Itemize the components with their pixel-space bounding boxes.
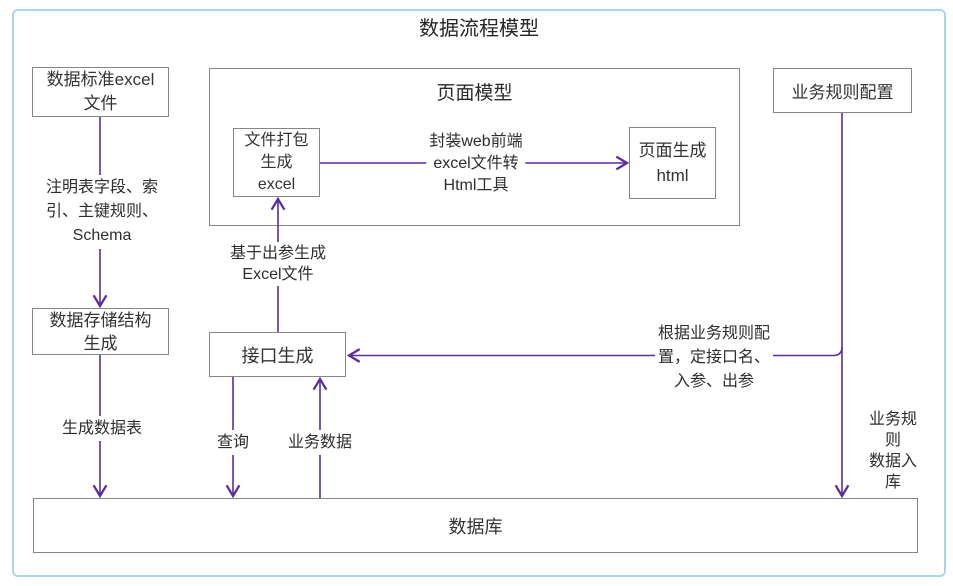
edge-label-biz-data: 业务数据	[284, 430, 356, 455]
box-database: 数据库	[33, 498, 918, 553]
edge-label-query: 查询	[213, 430, 253, 455]
edge-label-rule-to-api: 根据业务规则配 置，定接口名、 入参、出参	[654, 321, 774, 395]
page-model-title: 页面模型	[436, 83, 513, 104]
box-biz-rule-config: 业务规则配置	[773, 68, 912, 113]
box-file-package: 文件打包 生成 excel	[233, 128, 320, 197]
edge-label-rule-to-db: 业务规则 数据入库	[863, 408, 923, 494]
box-storage-gen: 数据存储结构 生成	[32, 308, 169, 355]
box-excel-file: 数据标准excel 文件	[32, 67, 169, 117]
edge-label-gen-table: 生成数据表	[58, 416, 146, 441]
diagram-title: 数据流程模型	[419, 18, 539, 40]
edge-label-web-tool: 封装web前端 excel文件转 Html工具	[426, 130, 526, 198]
box-page-gen-html: 页面生成 html	[629, 127, 716, 199]
box-api-gen: 接口生成	[209, 332, 346, 377]
edge-label-schema-note: 注明表字段、索 引、主键规则、 Schema	[42, 175, 162, 249]
edge-label-excel-from-params: 基于出参生成 Excel文件	[226, 242, 330, 286]
